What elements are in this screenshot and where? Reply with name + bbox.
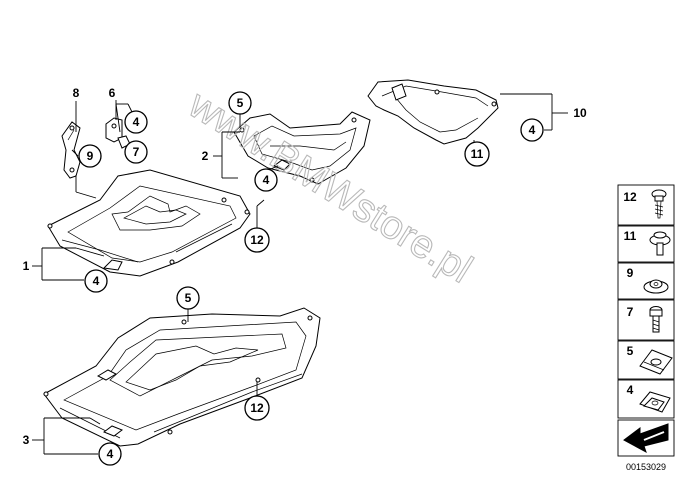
callout-6-number: 6 [109, 86, 116, 100]
direction-arrow-icon [623, 423, 669, 454]
legend-item-4[interactable]: 4 [617, 379, 675, 419]
legend-arrow-box [617, 419, 675, 457]
wheel-arch-cover[interactable] [367, 79, 499, 145]
legend-label-9: 9 [627, 266, 634, 280]
bracket-8[interactable] [61, 121, 81, 179]
callout-8-number: 8 [73, 86, 80, 100]
callout-1-number: 1 [23, 259, 30, 273]
callout-4-lower-panel-number: 4 [107, 447, 114, 461]
leader-lines [32, 93, 568, 455]
callout-4-arch-number: 4 [529, 123, 536, 137]
legend-label-11: 11 [624, 229, 637, 243]
callout-11[interactable]: 11 [464, 141, 490, 167]
callout-2-number: 2 [202, 149, 209, 163]
callout-10[interactable]: 10 [573, 106, 587, 120]
callout-3[interactable]: 3 [23, 433, 30, 447]
legend-label-12: 12 [623, 190, 637, 204]
diagram-code: 00153029 [626, 462, 666, 472]
callout-12-upper-number: 12 [250, 233, 264, 247]
callout-10-number: 10 [573, 106, 587, 120]
callout-3-number: 3 [23, 433, 30, 447]
callout-12-lower[interactable]: 12 [244, 395, 270, 421]
callout-5-upper-number: 5 [237, 96, 244, 110]
callout-4-bracket-number: 4 [133, 115, 140, 129]
screw-12-icon [651, 189, 667, 219]
bolt-7-icon [649, 306, 663, 333]
callout-11-number: 11 [471, 147, 484, 161]
nut-9-icon [643, 279, 669, 294]
callout-8[interactable]: 8 [73, 86, 80, 100]
legend-item-9[interactable]: 9 [617, 262, 675, 300]
legend-item-12[interactable]: 12 [617, 184, 675, 226]
legend-label-7: 7 [627, 305, 634, 319]
callout-7[interactable]: 7 [124, 140, 148, 164]
legend-item-5[interactable]: 5 [617, 340, 675, 380]
callout-1[interactable]: 1 [23, 259, 30, 273]
callout-4-lower-panel[interactable]: 4 [98, 442, 122, 466]
legend-item-11[interactable]: 11 [617, 225, 675, 263]
callout-4-arch[interactable]: 4 [520, 118, 544, 142]
callout-4-bracket[interactable]: 4 [124, 110, 148, 134]
bracket-6[interactable] [105, 117, 131, 149]
callout-5-lower-number: 5 [185, 291, 192, 305]
callout-6[interactable]: 6 [109, 86, 116, 100]
callout-12-lower-number: 12 [250, 401, 264, 415]
hardware-legend: 12 11 9 [617, 184, 675, 472]
legend-label-5: 5 [627, 344, 634, 358]
callout-7-number: 7 [133, 145, 140, 159]
callout-9[interactable]: 9 [78, 144, 102, 168]
underbody-panel-upper[interactable] [47, 169, 251, 277]
callout-12-upper[interactable]: 12 [244, 227, 270, 253]
callout-5-lower[interactable]: 5 [176, 286, 200, 310]
screw-washer-11-icon [649, 231, 671, 256]
clip-nut-5-icon [639, 349, 673, 375]
underbody-panel-lower[interactable] [43, 307, 321, 447]
legend-label-4: 4 [627, 383, 634, 397]
legend-item-7[interactable]: 7 [617, 299, 675, 341]
callout-2[interactable]: 2 [202, 149, 209, 163]
callout-4-shield[interactable]: 4 [254, 168, 278, 192]
center-heat-shield[interactable] [233, 111, 371, 185]
spring-nut-4-icon [639, 391, 671, 413]
callout-4-shield-number: 4 [263, 173, 270, 187]
callout-9-number: 9 [87, 149, 94, 163]
callout-4-upper-panel[interactable]: 4 [84, 269, 108, 293]
callout-4-upper-panel-number: 4 [93, 274, 100, 288]
callout-5-upper[interactable]: 5 [228, 91, 252, 115]
